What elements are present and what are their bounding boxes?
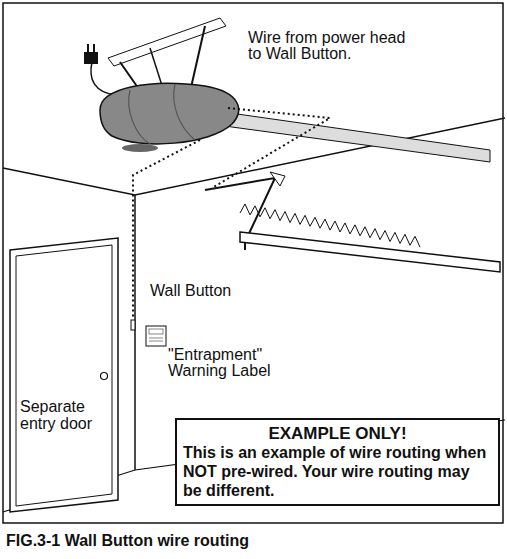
callout-label: "Entrapment" Warning Label xyxy=(168,347,318,379)
node-heading: Separate entry door xyxy=(20,398,112,432)
door-label-area: Separate entry door xyxy=(20,398,112,432)
callout-label: Wall Button xyxy=(150,283,240,299)
note-box: EXAMPLE ONLY!This is an example of wire … xyxy=(175,418,500,506)
callout-label: Wire from power head to Wall Button. xyxy=(248,30,413,62)
figure-caption: FIG.3-1 Wall Button wire routing xyxy=(6,533,501,549)
node-heading: EXAMPLE ONLY! xyxy=(183,424,492,443)
node-body: This is an example of wire routing when … xyxy=(183,443,492,500)
